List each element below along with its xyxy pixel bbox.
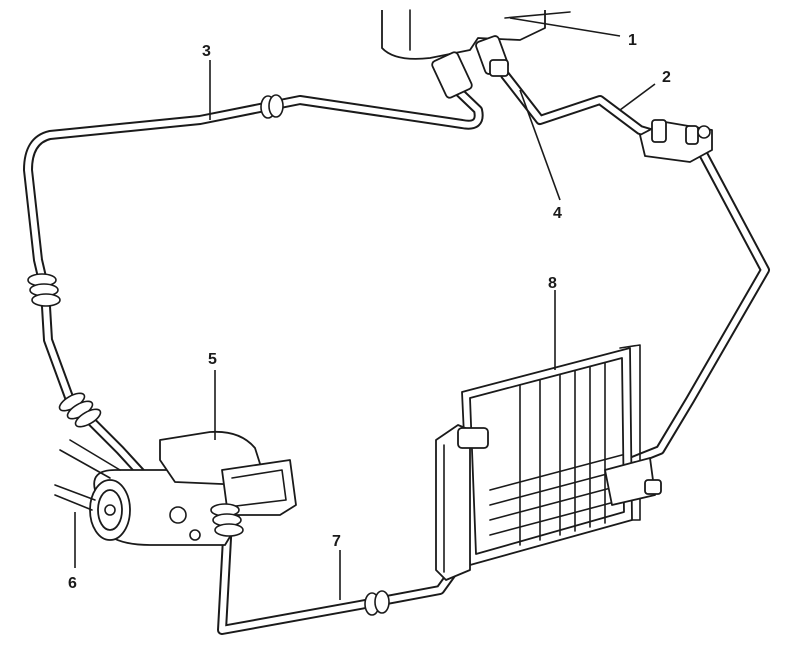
callout-1: 1 bbox=[628, 32, 637, 49]
suction-pipe bbox=[23, 83, 484, 515]
callout-7: 7 bbox=[332, 533, 341, 550]
condenser bbox=[435, 344, 662, 581]
callout-8: 8 bbox=[548, 275, 557, 292]
compressor bbox=[89, 430, 297, 546]
valve-block bbox=[639, 119, 713, 163]
suction-pipe-couplings bbox=[27, 94, 284, 428]
callout-5: 5 bbox=[208, 351, 217, 368]
callouts: 1 2 3 4 5 6 7 8 bbox=[68, 32, 671, 592]
discharge-pipe-coupling bbox=[364, 590, 390, 616]
callout-4: 4 bbox=[553, 205, 562, 222]
evaporator-fittings bbox=[431, 35, 509, 99]
leader-lines bbox=[74, 17, 656, 600]
callout-3: 3 bbox=[202, 43, 211, 60]
condenser-mesh bbox=[489, 362, 623, 546]
drive-belt bbox=[54, 439, 121, 511]
evaporator-unit bbox=[381, 9, 571, 60]
callout-2: 2 bbox=[662, 69, 671, 86]
callout-6: 6 bbox=[68, 575, 77, 592]
